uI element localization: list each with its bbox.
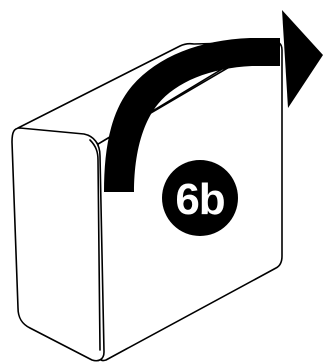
rotate-arrow-head [282, 10, 323, 108]
step-badge-icon: 6b [162, 160, 238, 236]
step-badge-label: 6b [175, 175, 224, 224]
drive-front-face [12, 128, 104, 361]
